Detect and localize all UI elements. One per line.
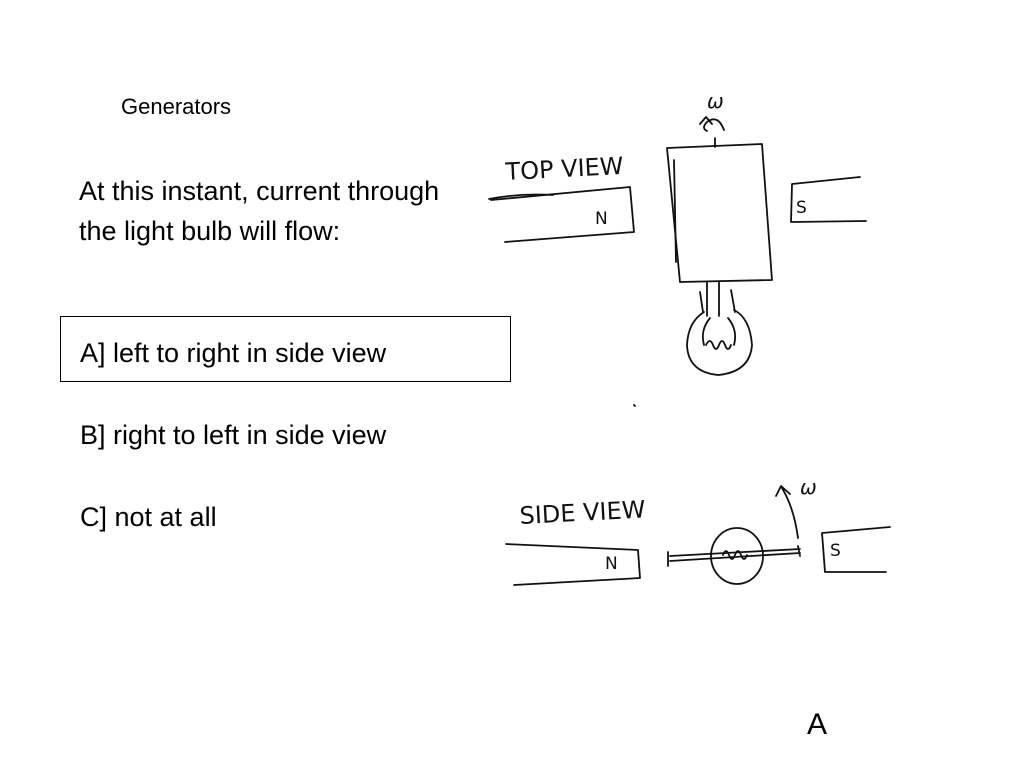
side-view-omega: ω (800, 475, 817, 499)
top-view-bulb-inner (701, 317, 737, 346)
side-view-rod-ends (667, 545, 801, 567)
stray-mark (633, 404, 636, 407)
choice-a: A] left to right in side view (80, 338, 387, 368)
answer-text: A (807, 708, 828, 741)
top-view-bulb-filament (705, 340, 732, 350)
side-view-diagram: SIDE VIEW N S ω (505, 475, 891, 586)
top-view-magnet-s-label: S (796, 198, 807, 218)
top-view-magnet-s (790, 176, 867, 223)
top-view-loop-inner-edge (673, 159, 677, 263)
top-view-omega: ω (707, 89, 724, 113)
choice-b: B] right to left in side view (80, 420, 387, 450)
top-view-bulb-leads (699, 281, 736, 317)
side-view-magnet-s (821, 526, 891, 573)
side-view-rotation-arrow (775, 485, 799, 539)
top-view-magnet-n-label: N (595, 209, 608, 229)
side-view-bulb-filament (722, 550, 748, 560)
top-view-loop (666, 143, 773, 283)
top-view-rotation-arrow (699, 116, 725, 132)
side-view-bulb (710, 527, 764, 585)
question-text: At this instant, current through the lig… (79, 176, 440, 246)
top-view-magnet-n (490, 186, 635, 243)
top-view-bulb (686, 309, 753, 376)
top-view-diagram: TOP VIEW N S ω (488, 89, 867, 376)
slide-title: Generators (121, 94, 232, 119)
selected-choice-frame (60, 316, 511, 382)
side-view-magnet-s-label: S (830, 541, 841, 561)
side-view-label: SIDE VIEW (519, 495, 646, 530)
choice-c: C] not at all (80, 502, 217, 532)
side-view-magnet-n (505, 543, 641, 586)
side-view-magnet-n-label: N (605, 554, 618, 574)
top-view-label: TOP VIEW (504, 152, 624, 186)
